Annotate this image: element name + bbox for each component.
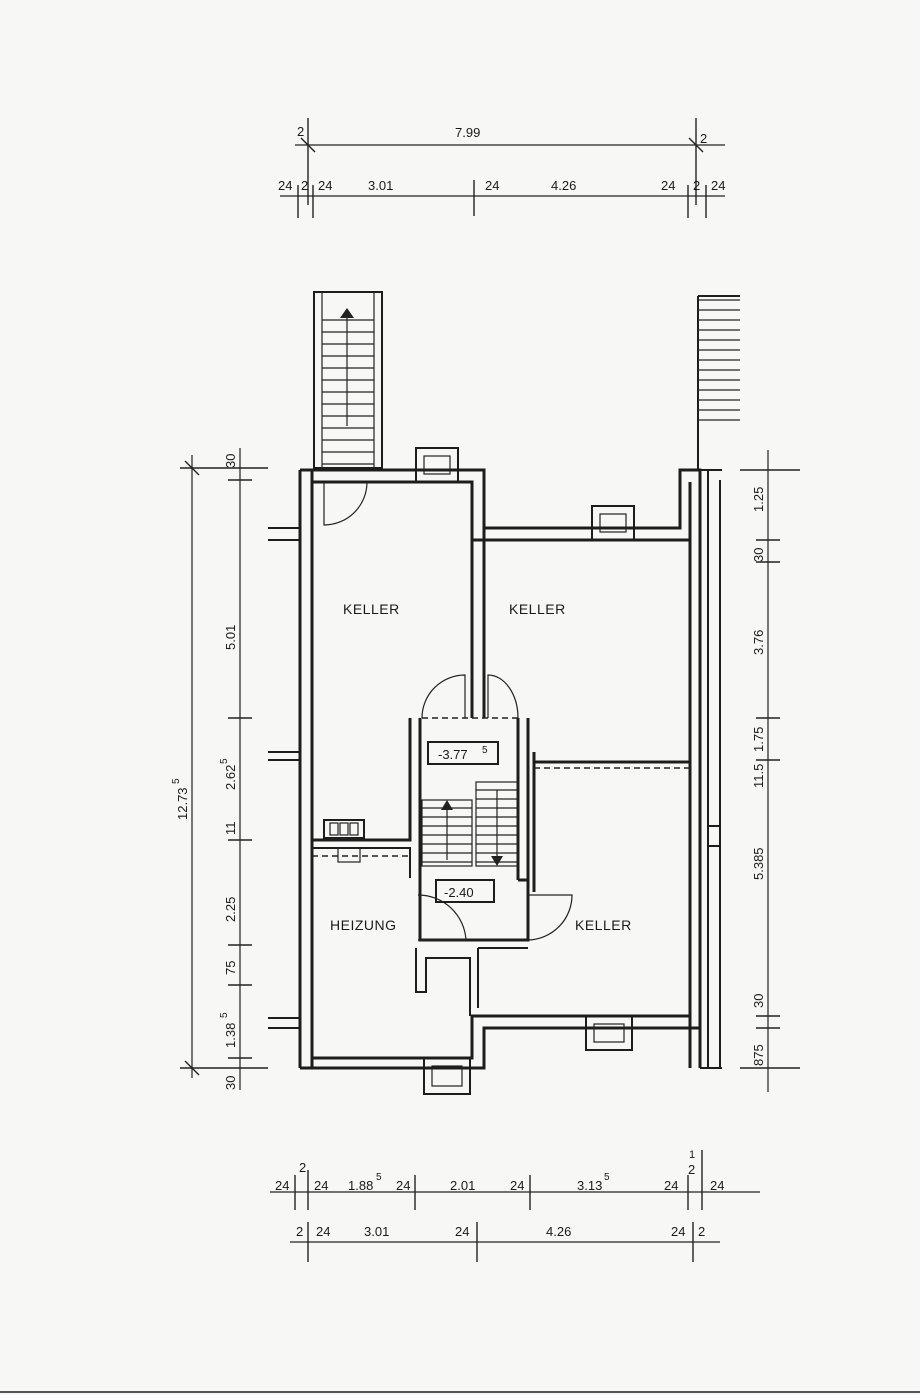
level-upper-text: -3.77	[438, 747, 468, 762]
dim-top-overall: 7.99	[455, 125, 480, 140]
level-upper-sup: 5	[482, 745, 488, 756]
dim-top-r2-3: 3.01	[368, 178, 393, 193]
dim-right-seg-4: 11.5	[751, 764, 766, 788]
dim-bot-r2-1: 24	[316, 1224, 330, 1239]
windows	[415, 447, 721, 1095]
dim-bot-r1-0: 24	[275, 1178, 289, 1193]
dim-bot-top-mark: 1	[689, 1149, 695, 1161]
dim-bot-r1-8: 24	[664, 1178, 678, 1193]
dim-bot-r2-2: 3.01	[364, 1224, 389, 1239]
dim-top-r2-7: 2	[693, 178, 700, 193]
bottom-dimension-chains: 24 2 24 1.88 5 24 2.01 24 3.13 5 24 2 24…	[270, 1149, 760, 1262]
room-label-keller-right-bottom: KELLER	[575, 917, 632, 933]
room-label-keller-left: KELLER	[343, 601, 400, 617]
dim-bot-r2-3: 24	[455, 1224, 469, 1239]
dim-top-end-right: 2	[700, 131, 707, 146]
dim-right-seg-0: 1.25	[751, 487, 766, 512]
level-lower-text: -2.40	[444, 885, 474, 900]
level-marker-lower: -2.40	[435, 879, 495, 903]
dim-top-r2-1: 2	[301, 178, 308, 193]
dim-left-seg-1: 5.01	[223, 625, 238, 650]
dim-top-r2-4: 24	[485, 178, 499, 193]
dim-left-seg-2: 2.62	[223, 765, 238, 790]
dim-right-seg-5: 5.385	[751, 847, 766, 880]
dim-bot-r1-5: 2.01	[450, 1178, 475, 1193]
dim-left-seg-sup-b: 5	[219, 1012, 230, 1018]
dim-top-r2-2: 24	[318, 178, 332, 193]
dim-top-r2-8: 24	[711, 178, 725, 193]
dim-left-seg-5: 75	[223, 961, 238, 975]
dim-bot-r1-sup-b: 5	[604, 1172, 610, 1183]
dim-bot-r2-5: 24	[671, 1224, 685, 1239]
interior-stairs	[312, 767, 690, 867]
left-dimension-chains: 12.73 5 30 5.01 2.62 5 11 2.25 75 1.38 5…	[171, 448, 268, 1090]
dim-left-overall: 12.73	[175, 787, 190, 820]
right-dimension-chains: 1.25 30 3.76 1.75 11.5 5.385 30 875	[740, 450, 800, 1092]
dim-bot-r1-4: 24	[396, 1178, 410, 1193]
dim-bot-r1-10: 24	[710, 1178, 724, 1193]
dim-top-end-left: 2	[297, 124, 304, 139]
level-marker-upper: -3.77 5	[427, 741, 499, 765]
dim-bot-r2-4: 4.26	[546, 1224, 571, 1239]
dim-top-r2-6: 24	[661, 178, 675, 193]
dim-right-seg-1: 30	[751, 548, 766, 562]
room-label-keller-right-top: KELLER	[509, 601, 566, 617]
dim-bot-r2-6: 2	[698, 1224, 705, 1239]
dim-bot-r1-3: 1.88	[348, 1178, 373, 1193]
dim-left-seg-sup-a: 5	[219, 758, 230, 764]
dim-top-r2-0: 24	[278, 178, 292, 193]
dim-bot-r1-7: 3.13	[577, 1178, 602, 1193]
doors	[323, 481, 573, 941]
dim-bot-r1-2: 24	[314, 1178, 328, 1193]
external-stair-left	[313, 291, 383, 469]
dim-right-seg-2: 3.76	[751, 630, 766, 655]
dim-left-overall-sup: 5	[171, 778, 182, 784]
dim-left-seg-3: 11	[223, 822, 238, 836]
walls	[268, 468, 722, 1070]
dim-bot-r1-6: 24	[510, 1178, 524, 1193]
dim-right-seg-6: 30	[751, 994, 766, 1008]
heating-unit	[323, 819, 365, 863]
external-stair-right	[697, 295, 740, 470]
dim-bot-r1-sup-a: 5	[376, 1172, 382, 1183]
dim-bot-r2-0: 2	[296, 1224, 303, 1239]
dim-left-seg-4: 2.25	[223, 897, 238, 922]
dim-left-seg-7: 30	[223, 1076, 238, 1090]
dim-top-r2-5: 4.26	[551, 178, 576, 193]
top-dimension-chains: 7.99 2 2 24 2 24 3.01 24 4.26 24 2 24	[278, 118, 725, 218]
dim-left-seg-0: 30	[223, 454, 238, 468]
dim-right-seg-7: 875	[751, 1044, 766, 1066]
dim-bot-r1-9: 2	[688, 1162, 695, 1177]
dim-right-seg-3: 1.75	[751, 727, 766, 752]
dim-left-seg-6: 1.38	[223, 1023, 238, 1048]
room-label-heizung: HEIZUNG	[330, 917, 397, 933]
dim-bot-r1-1: 2	[299, 1160, 306, 1175]
